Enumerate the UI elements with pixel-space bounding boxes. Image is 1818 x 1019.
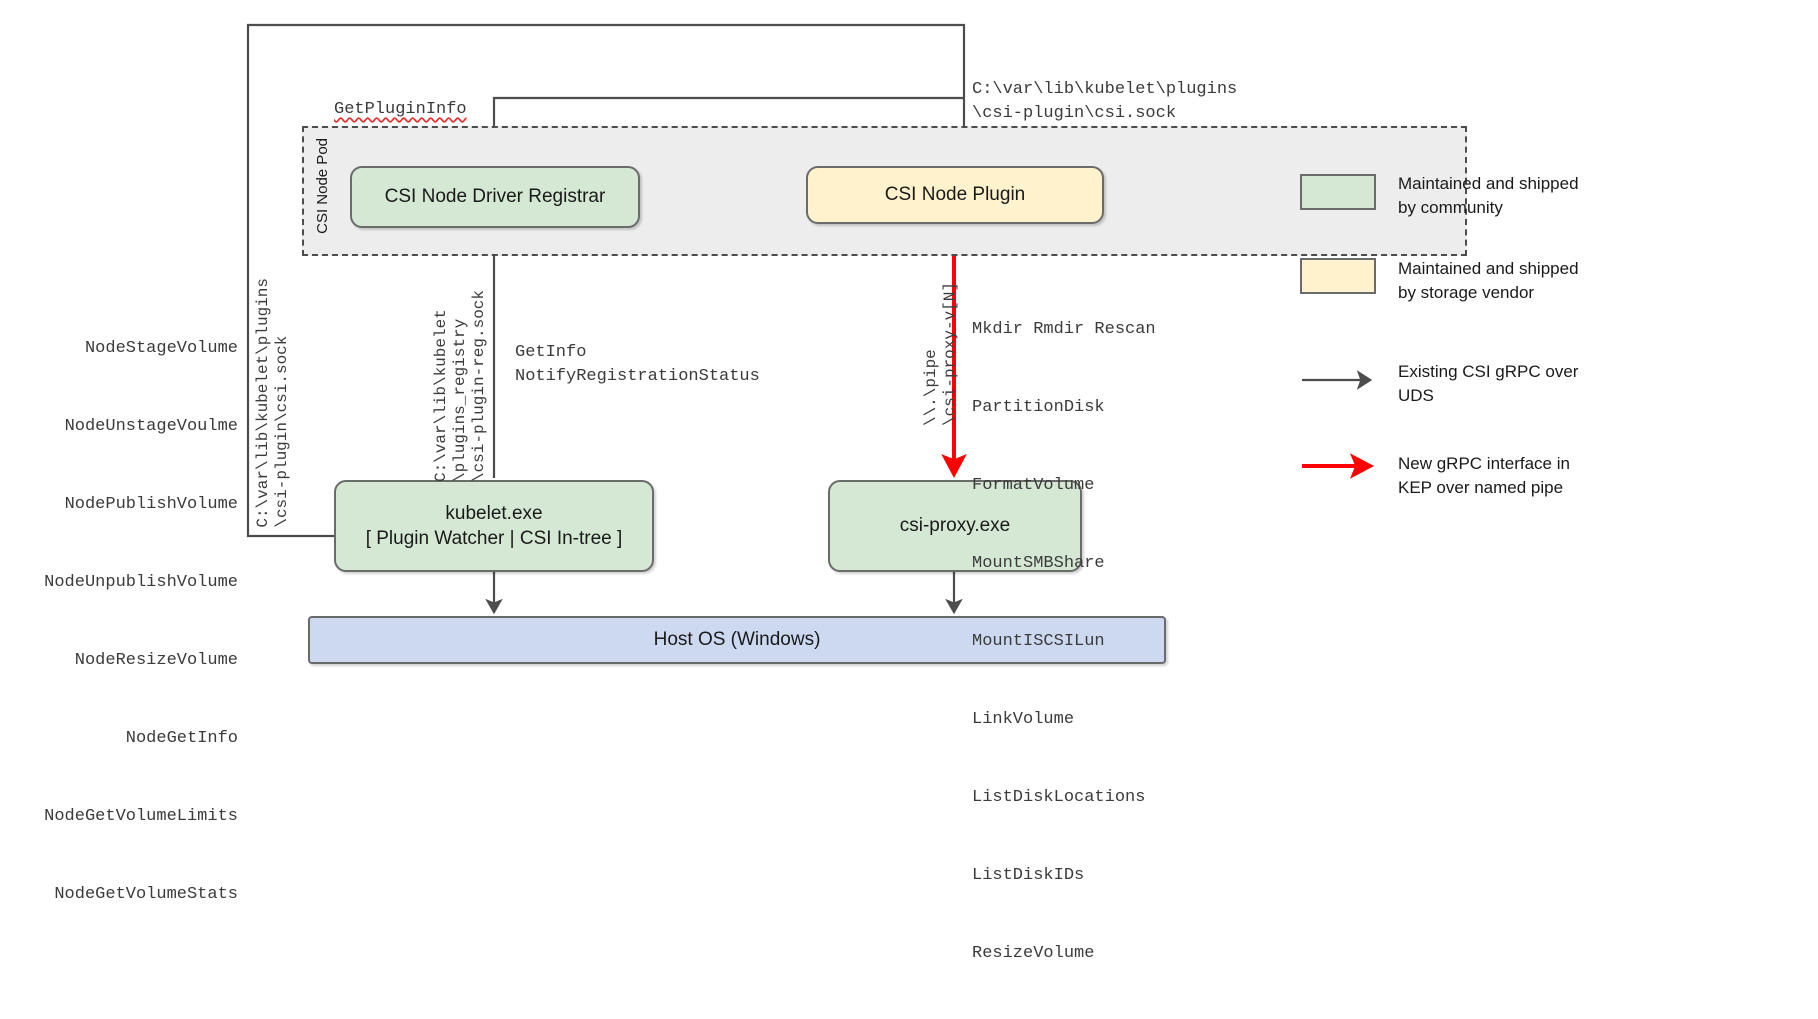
label-get-plugin-info: GetPluginInfo bbox=[334, 100, 467, 119]
rpc-item: NodeGetVolumeStats bbox=[54, 885, 238, 904]
rpc-item: PartitionDisk bbox=[972, 398, 1105, 417]
node-csi-node-plugin[interactable]: CSI Node Plugin bbox=[806, 166, 1104, 224]
node-sublabel: [ Plugin Watcher | CSI In-tree ] bbox=[365, 527, 623, 549]
legend-text-community: Maintained and shipped by community bbox=[1398, 174, 1579, 217]
label-named-pipe-vertical: \\.\pipe \csi-proxy-v[N] bbox=[922, 282, 959, 427]
label-registrar-calls: GetInfo NotifyRegistrationStatus bbox=[515, 343, 760, 386]
legend-text-new-grpc: New gRPC interface in KEP over named pip… bbox=[1398, 454, 1570, 497]
rpc-item: MountSMBShare bbox=[972, 554, 1105, 573]
node-kubelet-exe[interactable]: kubelet.exe [ Plugin Watcher | CSI In-tr… bbox=[334, 480, 654, 572]
proxy-rpc-list: Mkdir Rmdir Rescan PartitionDisk FormatV… bbox=[972, 265, 1156, 1019]
node-label: CSI Node Plugin bbox=[884, 184, 1026, 205]
node-rpc-list: NodeStageVolume NodeUnstageVoulme NodePu… bbox=[0, 284, 238, 960]
legend-swatch-vendor bbox=[1300, 258, 1376, 294]
rpc-item: NodeUnpublishVolume bbox=[44, 573, 238, 592]
rpc-item: LinkVolume bbox=[972, 710, 1075, 729]
rpc-item: Mkdir Rmdir Rescan bbox=[972, 320, 1156, 339]
rpc-item: NodeGetInfo bbox=[125, 729, 238, 748]
rpc-item: FormatVolume bbox=[972, 476, 1095, 495]
rpc-item: ListDiskLocations bbox=[972, 788, 1146, 807]
node-label: kubelet.exe bbox=[445, 502, 543, 524]
rpc-item: NodePublishVolume bbox=[64, 495, 238, 514]
rpc-item: NodeResizeVolume bbox=[74, 651, 238, 670]
node-host-os[interactable]: Host OS (Windows) bbox=[308, 616, 1166, 664]
legend-text-existing-csi: Existing CSI gRPC over UDS bbox=[1398, 362, 1579, 405]
label-csi-plugin-socket-path: C:\var\lib\kubelet\plugins \csi-plugin\c… bbox=[972, 80, 1238, 123]
rpc-item: NodeGetVolumeLimits bbox=[44, 807, 238, 826]
rpc-item: ResizeVolume bbox=[972, 944, 1095, 963]
rpc-item: MountISCSILun bbox=[972, 632, 1105, 651]
legend-text-vendor: Maintained and shipped by storage vendor bbox=[1398, 259, 1579, 302]
label-registry-socket-path-vertical: C:\var\lib\kubelet \plugins_registry \cs… bbox=[432, 290, 488, 483]
label-csi-socket-path-vertical: C:\var\lib\kubelet\plugins \csi-plugin\c… bbox=[254, 278, 291, 528]
node-csi-proxy-exe[interactable]: csi-proxy.exe bbox=[828, 480, 1082, 572]
node-csi-node-driver-registrar[interactable]: CSI Node Driver Registrar bbox=[350, 166, 640, 228]
node-label: Host OS (Windows) bbox=[653, 629, 821, 650]
diagram-canvas: CSI Node Pod CSI Node Driver Registrar C… bbox=[44, 23, 1579, 963]
rpc-item: ListDiskIDs bbox=[972, 866, 1085, 885]
rpc-item: NodeStageVolume bbox=[84, 339, 238, 358]
rpc-item: NodeUnstageVoulme bbox=[64, 417, 238, 436]
csi-node-pod-label: CSI Node Pod bbox=[314, 138, 331, 234]
legend-swatch-community bbox=[1300, 174, 1376, 210]
node-label: CSI Node Driver Registrar bbox=[384, 186, 606, 207]
node-label: csi-proxy.exe bbox=[899, 515, 1011, 536]
